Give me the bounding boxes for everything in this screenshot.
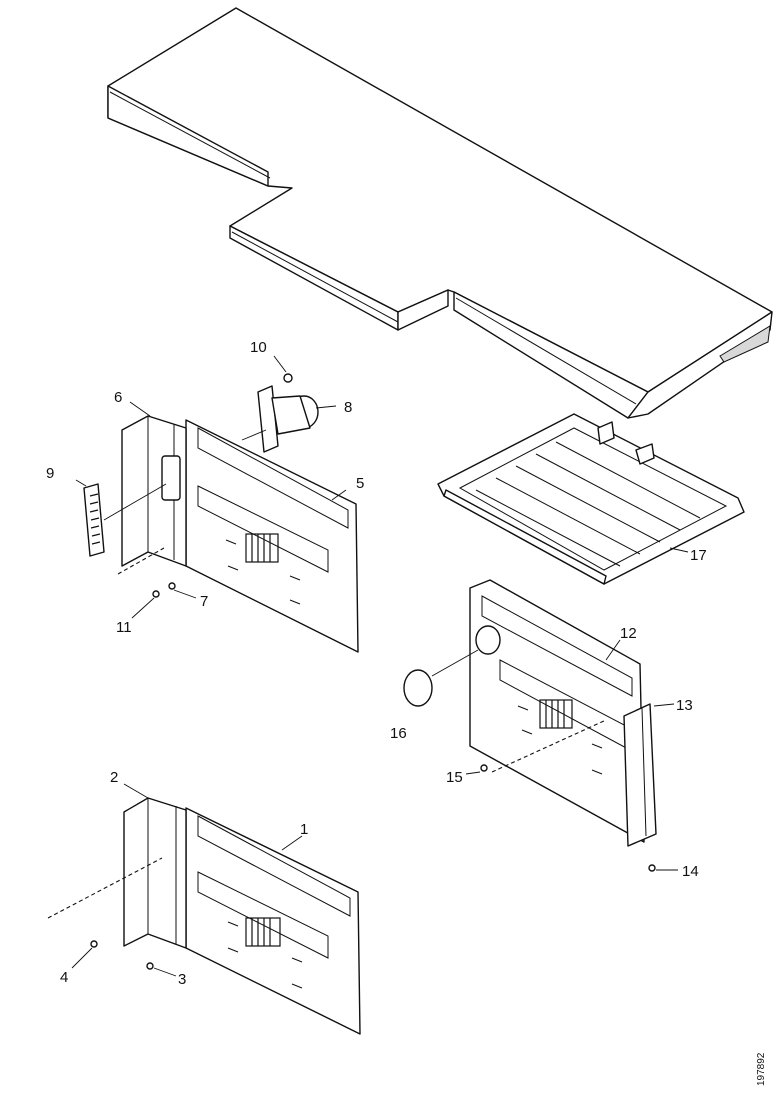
callout-13: 13 <box>676 697 693 714</box>
callout-11: 11 <box>116 619 132 636</box>
screw-part-10 <box>273 355 293 383</box>
callout-leaders <box>75 401 689 851</box>
top-cover-assembly <box>107 7 773 419</box>
callout-3: 3 <box>178 971 186 988</box>
callout-9: 9 <box>46 465 54 482</box>
callout-16: 16 <box>390 725 407 742</box>
callout-14: 14 <box>682 863 699 880</box>
fastener-group-right <box>465 719 678 872</box>
callout-5: 5 <box>356 475 364 492</box>
duct-bracket-part-8 <box>241 385 319 453</box>
side-flange-part-13 <box>623 703 657 847</box>
callout-8: 8 <box>344 399 352 416</box>
round-cover-part-16 <box>403 649 479 707</box>
callout-labels: 1 2 3 4 5 6 7 8 9 10 11 12 13 14 15 16 1… <box>46 339 707 988</box>
side-flange-part-2 <box>123 797 187 949</box>
callout-1: 1 <box>300 821 308 838</box>
callout-10: 10 <box>250 339 267 356</box>
fastener-group-upper-left <box>117 547 197 619</box>
callout-12: 12 <box>620 625 637 642</box>
callout-2: 2 <box>110 769 118 786</box>
document-id: 197892 <box>756 1052 767 1086</box>
callout-4: 4 <box>60 969 68 986</box>
vent-grille-part-9 <box>83 483 167 557</box>
callout-6: 6 <box>114 389 122 406</box>
side-panel-part-1 <box>185 807 361 1035</box>
fastener-group-lower-left <box>47 857 177 977</box>
tray-part-17 <box>437 413 745 585</box>
callout-7: 7 <box>200 593 208 610</box>
side-panel-part-5 <box>185 419 359 653</box>
side-panel-part-12 <box>469 579 645 843</box>
callout-15: 15 <box>446 769 463 786</box>
callout-17: 17 <box>690 547 707 564</box>
